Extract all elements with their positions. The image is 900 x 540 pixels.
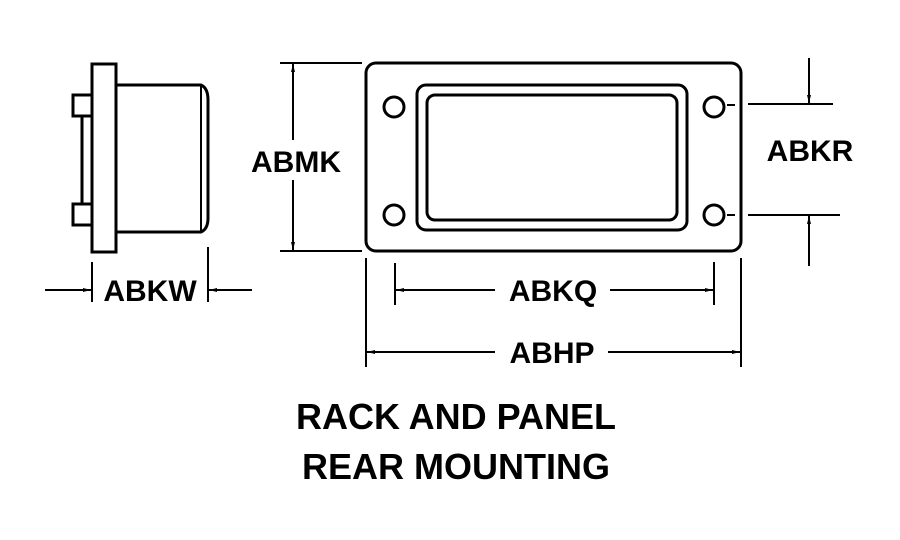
side-view — [71, 62, 210, 254]
side-view-body — [116, 83, 210, 234]
dimension-abkw: ABKW — [45, 247, 252, 308]
dimension-abmk: ABMK — [251, 62, 362, 252]
dimension-label-abhp: ABHP — [509, 337, 594, 370]
side-view-flange — [90, 62, 118, 254]
mounting-hole-top-left — [382, 95, 406, 119]
dimension-label-abkr: ABKR — [767, 135, 854, 168]
dimension-abkq: ABKQ — [394, 262, 715, 308]
side-view-bottom-tab — [71, 202, 94, 227]
mounting-hole-top-right — [702, 95, 726, 119]
dimension-abkr: ABKR — [748, 58, 854, 266]
side-view-top-tab — [71, 93, 94, 118]
front-panel-outline — [364, 61, 743, 253]
front-panel-outer-frame — [415, 83, 689, 232]
dimension-label-abkq: ABKQ — [509, 275, 597, 308]
dimension-abhp: ABHP — [365, 258, 742, 370]
diagram-caption: RACK AND PANEL REAR MOUNTING — [296, 396, 616, 487]
caption-line-2: REAR MOUNTING — [302, 446, 610, 487]
front-view — [364, 61, 743, 253]
front-panel-window — [425, 93, 679, 222]
dimension-label-abmk: ABMK — [251, 146, 341, 179]
mounting-hole-bottom-right — [702, 203, 726, 227]
caption-line-1: RACK AND PANEL — [296, 396, 616, 437]
mounting-hole-bottom-left — [382, 203, 406, 227]
dimension-label-abkw: ABKW — [103, 275, 197, 308]
